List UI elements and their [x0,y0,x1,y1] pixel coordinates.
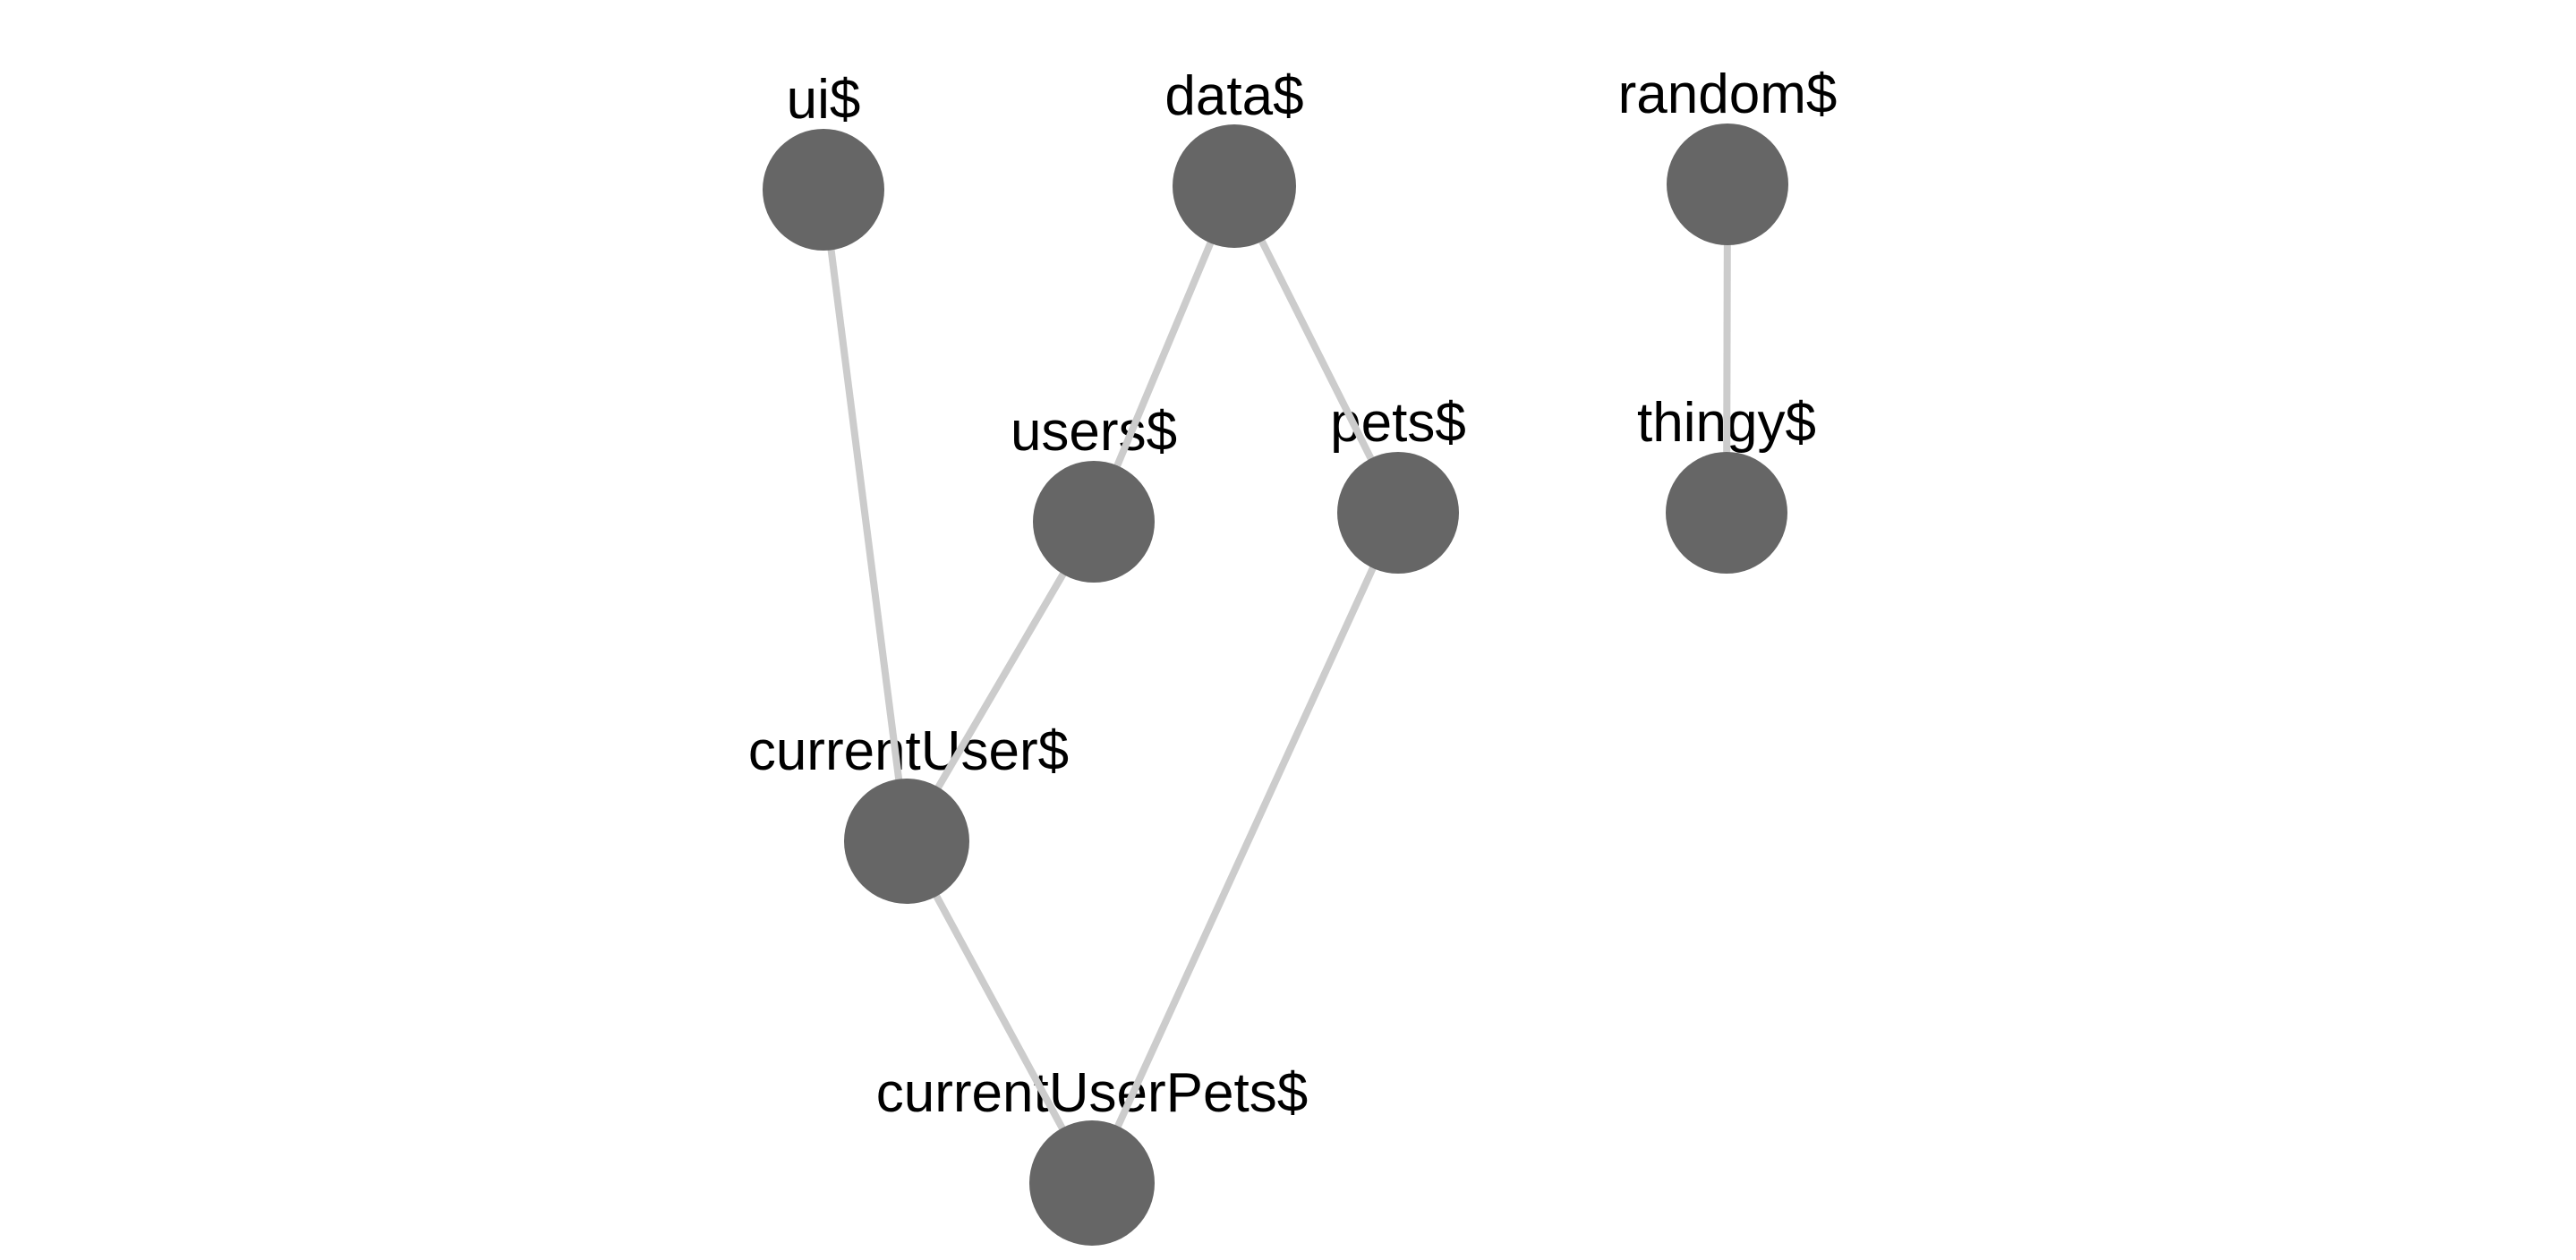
graph-node-thingy[interactable] [1666,452,1787,574]
edge-ui-currentUser [820,189,910,842]
graph-node-random[interactable] [1667,123,1788,245]
edge-currentUser-currentUserPets [903,839,1096,1185]
graph-edges-layer [820,183,1731,1185]
edge-pets-currentUserPets [1088,511,1402,1185]
node-label-currentUserPets: currentUserPets$ [876,1062,1308,1124]
graph-node-ui[interactable] [763,129,884,251]
graph-node-currentUser[interactable] [844,779,969,904]
graph-nodes-layer [763,123,1788,1246]
node-label-users: users$ [1011,401,1177,463]
node-label-data: data$ [1164,65,1303,127]
node-label-currentUser: currentUser$ [748,720,1069,782]
graph-node-users[interactable] [1033,461,1155,583]
node-label-random: random$ [1618,64,1838,125]
graph-node-currentUserPets[interactable] [1029,1120,1155,1246]
node-label-ui: ui$ [787,69,861,131]
graph-node-data[interactable] [1173,124,1296,248]
graph-node-pets[interactable] [1337,452,1459,574]
node-labels-layer: ui$data$random$users$pets$thingy$current… [748,64,1838,1124]
